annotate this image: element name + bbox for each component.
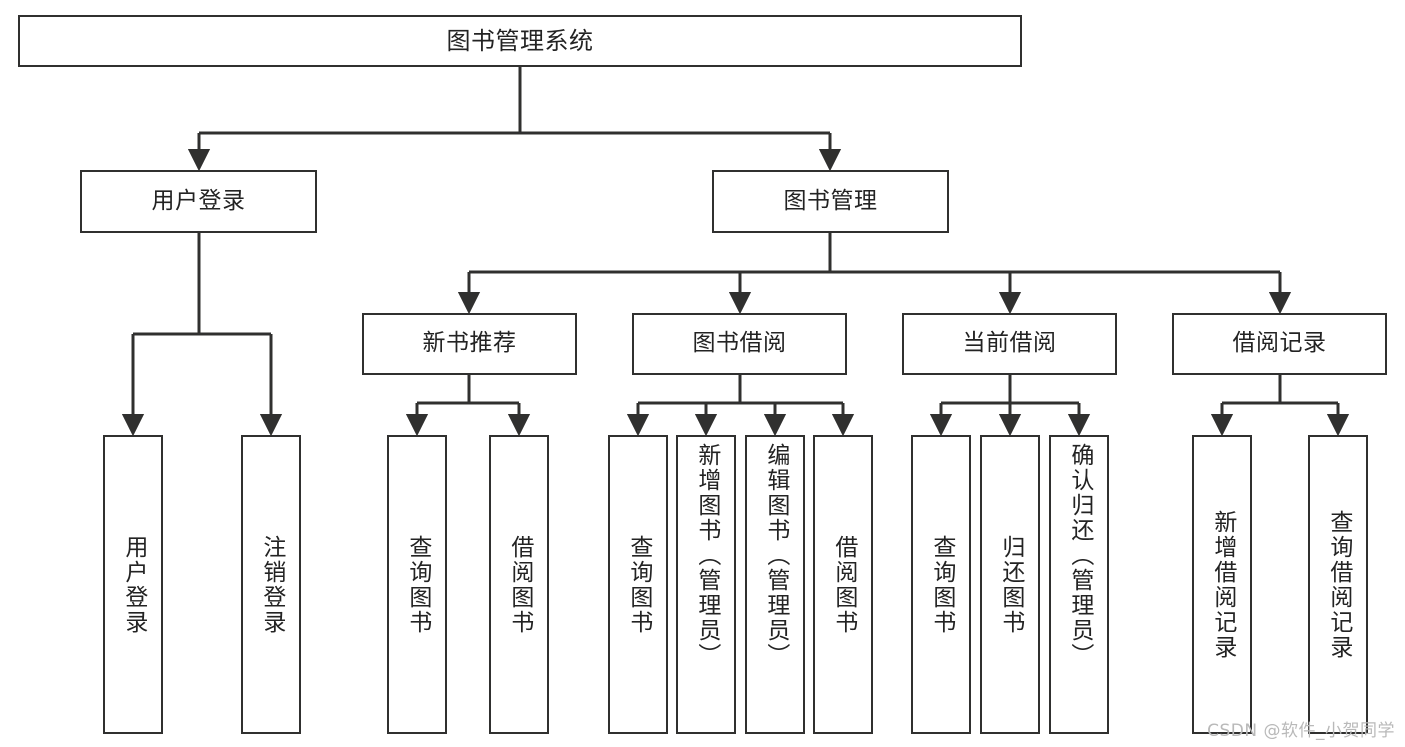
- node-label: 归还图书: [997, 534, 1024, 635]
- node-label: 查询图书: [625, 534, 652, 635]
- node-leaf-edit-book[interactable]: 编辑图书（管理员）: [745, 435, 805, 734]
- node-label: 新书推荐: [422, 330, 517, 357]
- node-label: 借阅记录: [1232, 330, 1327, 357]
- node-label: 查询借阅记录: [1325, 509, 1352, 660]
- node-label: 当前借阅: [962, 330, 1057, 357]
- node-label: 借阅图书: [830, 534, 857, 635]
- leaf-text-wrap: 新增图书（管理员）: [678, 437, 734, 732]
- leaf-text-wrap: 查询图书: [389, 437, 445, 732]
- node-user-login[interactable]: 用户登录: [80, 170, 317, 233]
- leaf-text-wrap: 查询借阅记录: [1310, 437, 1366, 732]
- node-label: 图书借阅: [692, 330, 787, 357]
- node-current-borrow[interactable]: 当前借阅: [902, 313, 1117, 375]
- node-label: 编辑图书（管理员）: [762, 443, 789, 668]
- node-leaf-add-record[interactable]: 新增借阅记录: [1192, 435, 1252, 734]
- node-leaf-user-logout[interactable]: 注销登录: [241, 435, 301, 734]
- node-label: 用户登录: [120, 534, 147, 635]
- node-borrow-record[interactable]: 借阅记录: [1172, 313, 1387, 375]
- leaf-text-wrap: 查询图书: [913, 437, 969, 732]
- leaf-text-wrap: 注销登录: [243, 437, 299, 732]
- node-leaf-borrow-book-2[interactable]: 借阅图书: [813, 435, 873, 734]
- node-root-book-management-system[interactable]: 图书管理系统: [18, 15, 1022, 67]
- node-leaf-confirm-return[interactable]: 确认归还（管理员）: [1049, 435, 1109, 734]
- node-leaf-borrow-book-1[interactable]: 借阅图书: [489, 435, 549, 734]
- node-label: 图书管理: [783, 187, 878, 214]
- node-book-borrow[interactable]: 图书借阅: [632, 313, 847, 375]
- leaf-text-wrap: 用户登录: [105, 437, 161, 732]
- node-label: 确认归还（管理员）: [1066, 443, 1093, 668]
- leaf-text-wrap: 新增借阅记录: [1194, 437, 1250, 732]
- csdn-watermark: CSDN @软件_小贺同学: [1207, 721, 1395, 741]
- leaf-text-wrap: 借阅图书: [815, 437, 871, 732]
- node-label: 查询图书: [928, 534, 955, 635]
- node-leaf-user-login[interactable]: 用户登录: [103, 435, 163, 734]
- leaf-text-wrap: 编辑图书（管理员）: [747, 437, 803, 732]
- node-leaf-query-book-1[interactable]: 查询图书: [387, 435, 447, 734]
- node-label: 注销登录: [258, 534, 285, 635]
- node-book-management[interactable]: 图书管理: [712, 170, 949, 233]
- leaf-text-wrap: 借阅图书: [491, 437, 547, 732]
- node-label: 图书管理系统: [446, 26, 594, 55]
- node-leaf-query-record[interactable]: 查询借阅记录: [1308, 435, 1368, 734]
- node-leaf-return-book[interactable]: 归还图书: [980, 435, 1040, 734]
- node-label: 新增借阅记录: [1209, 509, 1236, 660]
- node-label: 借阅图书: [506, 534, 533, 635]
- node-label: 查询图书: [404, 534, 431, 635]
- node-leaf-query-book-3[interactable]: 查询图书: [911, 435, 971, 734]
- node-new-book-recommend[interactable]: 新书推荐: [362, 313, 577, 375]
- node-label: 用户登录: [151, 187, 246, 214]
- node-leaf-add-book[interactable]: 新增图书（管理员）: [676, 435, 736, 734]
- node-label: 新增图书（管理员）: [693, 443, 720, 668]
- node-leaf-query-book-2[interactable]: 查询图书: [608, 435, 668, 734]
- leaf-text-wrap: 归还图书: [982, 437, 1038, 732]
- leaf-text-wrap: 查询图书: [610, 437, 666, 732]
- leaf-text-wrap: 确认归还（管理员）: [1051, 437, 1107, 732]
